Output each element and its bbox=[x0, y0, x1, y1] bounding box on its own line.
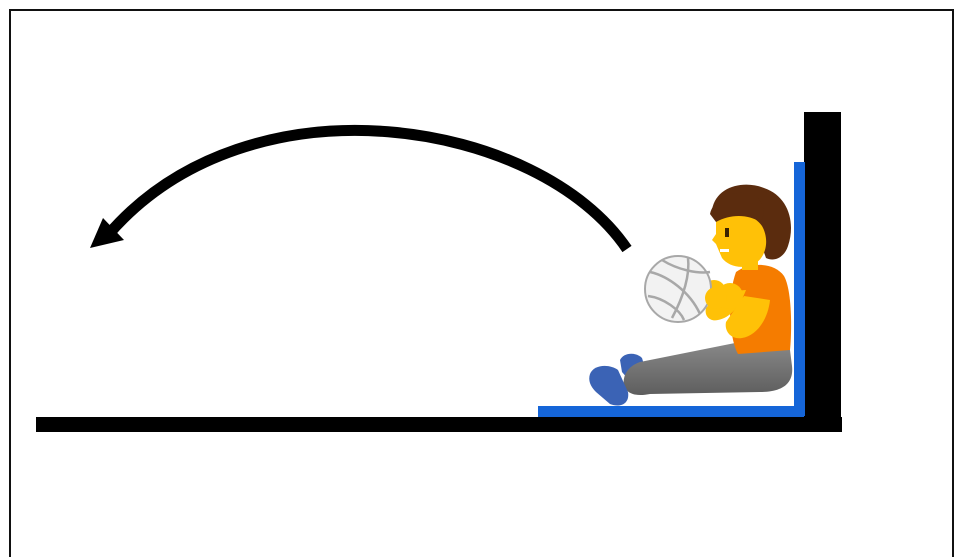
mat-vertical bbox=[794, 162, 805, 416]
hair-fringe bbox=[710, 192, 764, 222]
eye bbox=[725, 228, 729, 237]
seated-person-icon bbox=[589, 184, 793, 406]
diagram-frame bbox=[9, 9, 954, 557]
ball-seam-1 bbox=[649, 270, 702, 315]
floor-line bbox=[36, 417, 842, 432]
mat-horizontal bbox=[538, 406, 804, 417]
face bbox=[712, 211, 767, 267]
hand-over-ball bbox=[705, 287, 727, 309]
volleyball-icon bbox=[644, 255, 712, 323]
curved-arrow-left-icon bbox=[90, 125, 632, 253]
ball-seam-4 bbox=[670, 257, 690, 319]
wall bbox=[804, 112, 841, 432]
ball-seam-3 bbox=[647, 294, 686, 321]
front-shoe bbox=[589, 365, 629, 406]
front-leg bbox=[623, 340, 793, 396]
throw-arc bbox=[103, 125, 632, 253]
arrowhead bbox=[90, 218, 124, 248]
mouth bbox=[720, 249, 729, 252]
